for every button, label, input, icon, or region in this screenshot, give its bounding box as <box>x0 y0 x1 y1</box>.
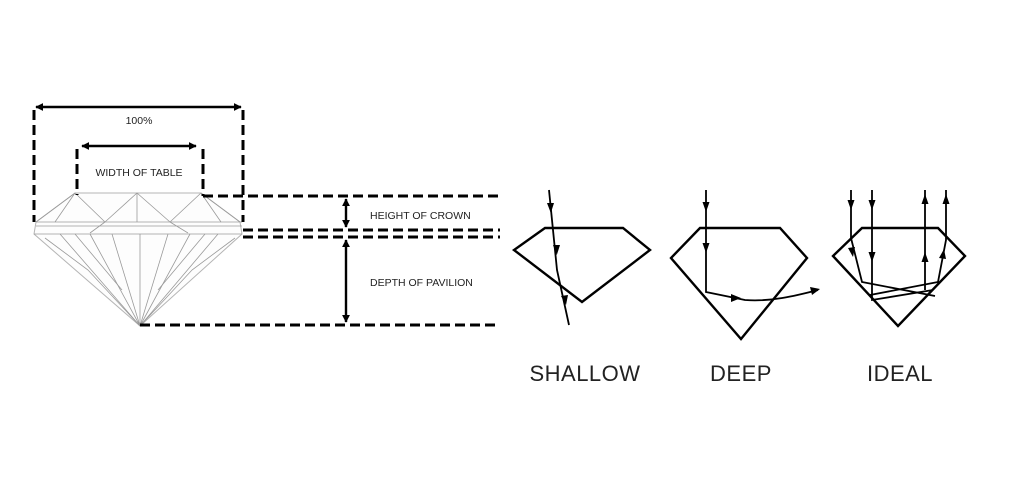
diamond-profile <box>33 192 243 327</box>
table-width-label: WIDTH OF TABLE <box>95 167 182 179</box>
deep-light-ray <box>705 190 819 302</box>
diamond-outline <box>33 192 243 327</box>
full-width-guide <box>32 110 245 222</box>
full-width-label: 100% <box>126 115 153 127</box>
deep-gem-outline <box>669 226 809 341</box>
shallow-light-ray <box>548 189 570 326</box>
shallow-cut: SHALLOW <box>511 189 652 386</box>
measurement-guides: 100% WIDTH OF TABLE HEIGHT OF CROWN DEPT… <box>32 103 500 327</box>
ideal-label: IDEAL <box>867 361 933 386</box>
ideal-cut: IDEAL <box>831 190 967 386</box>
deep-cut: DEEP <box>669 190 820 386</box>
crown-height-label: HEIGHT OF CROWN <box>370 210 471 222</box>
ideal-light-rays <box>850 190 947 302</box>
shallow-label: SHALLOW <box>529 361 640 386</box>
deep-label: DEEP <box>710 361 772 386</box>
pavilion-depth-label: DEPTH OF PAVILION <box>370 277 473 289</box>
shallow-gem-outline <box>511 226 652 304</box>
table-width-guide <box>75 149 205 196</box>
